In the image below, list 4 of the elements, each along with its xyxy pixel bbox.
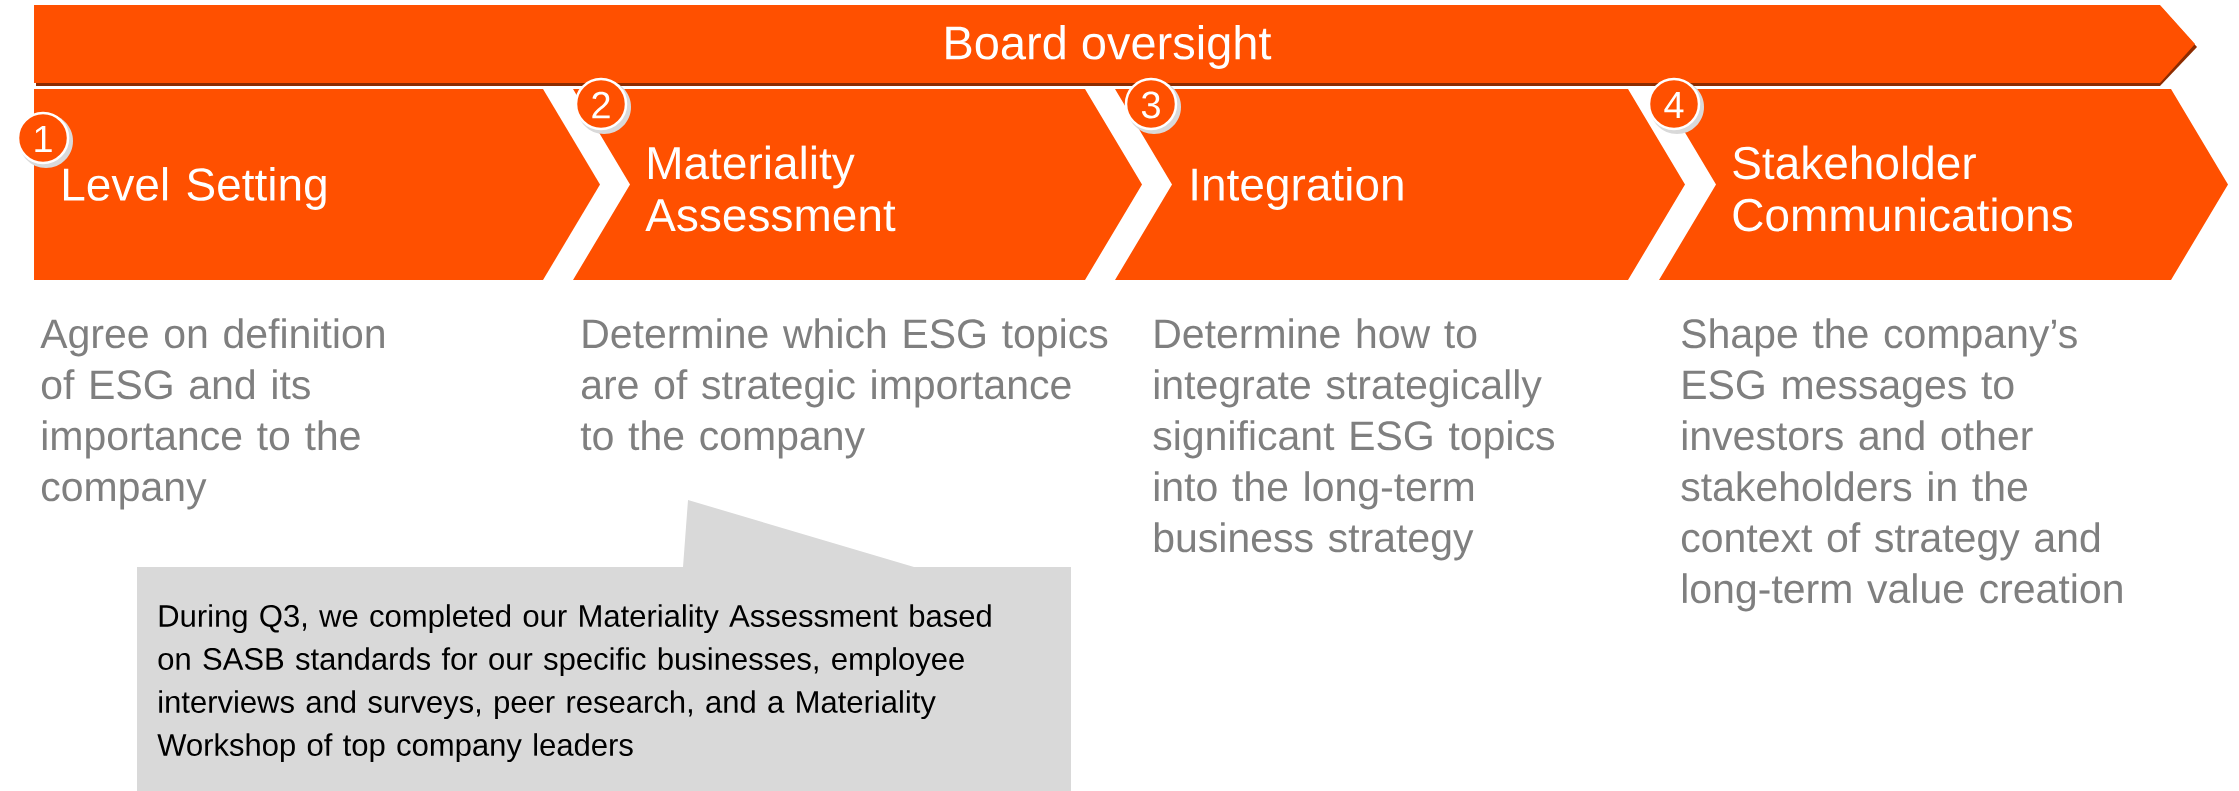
step-description: Determine how to integrate strategically significant ESG topics into the long-term business strategy xyxy=(1153,318,1554,561)
step-description: Determine which ESG topics are of strategic importance to the company xyxy=(580,318,1108,459)
step-description: Shape the company’s ESG messages to investors and other stakeholders in the context of strategy and long-term value creation xyxy=(1681,318,2122,612)
node-label: Stakeholder Communications xyxy=(1733,145,2073,232)
